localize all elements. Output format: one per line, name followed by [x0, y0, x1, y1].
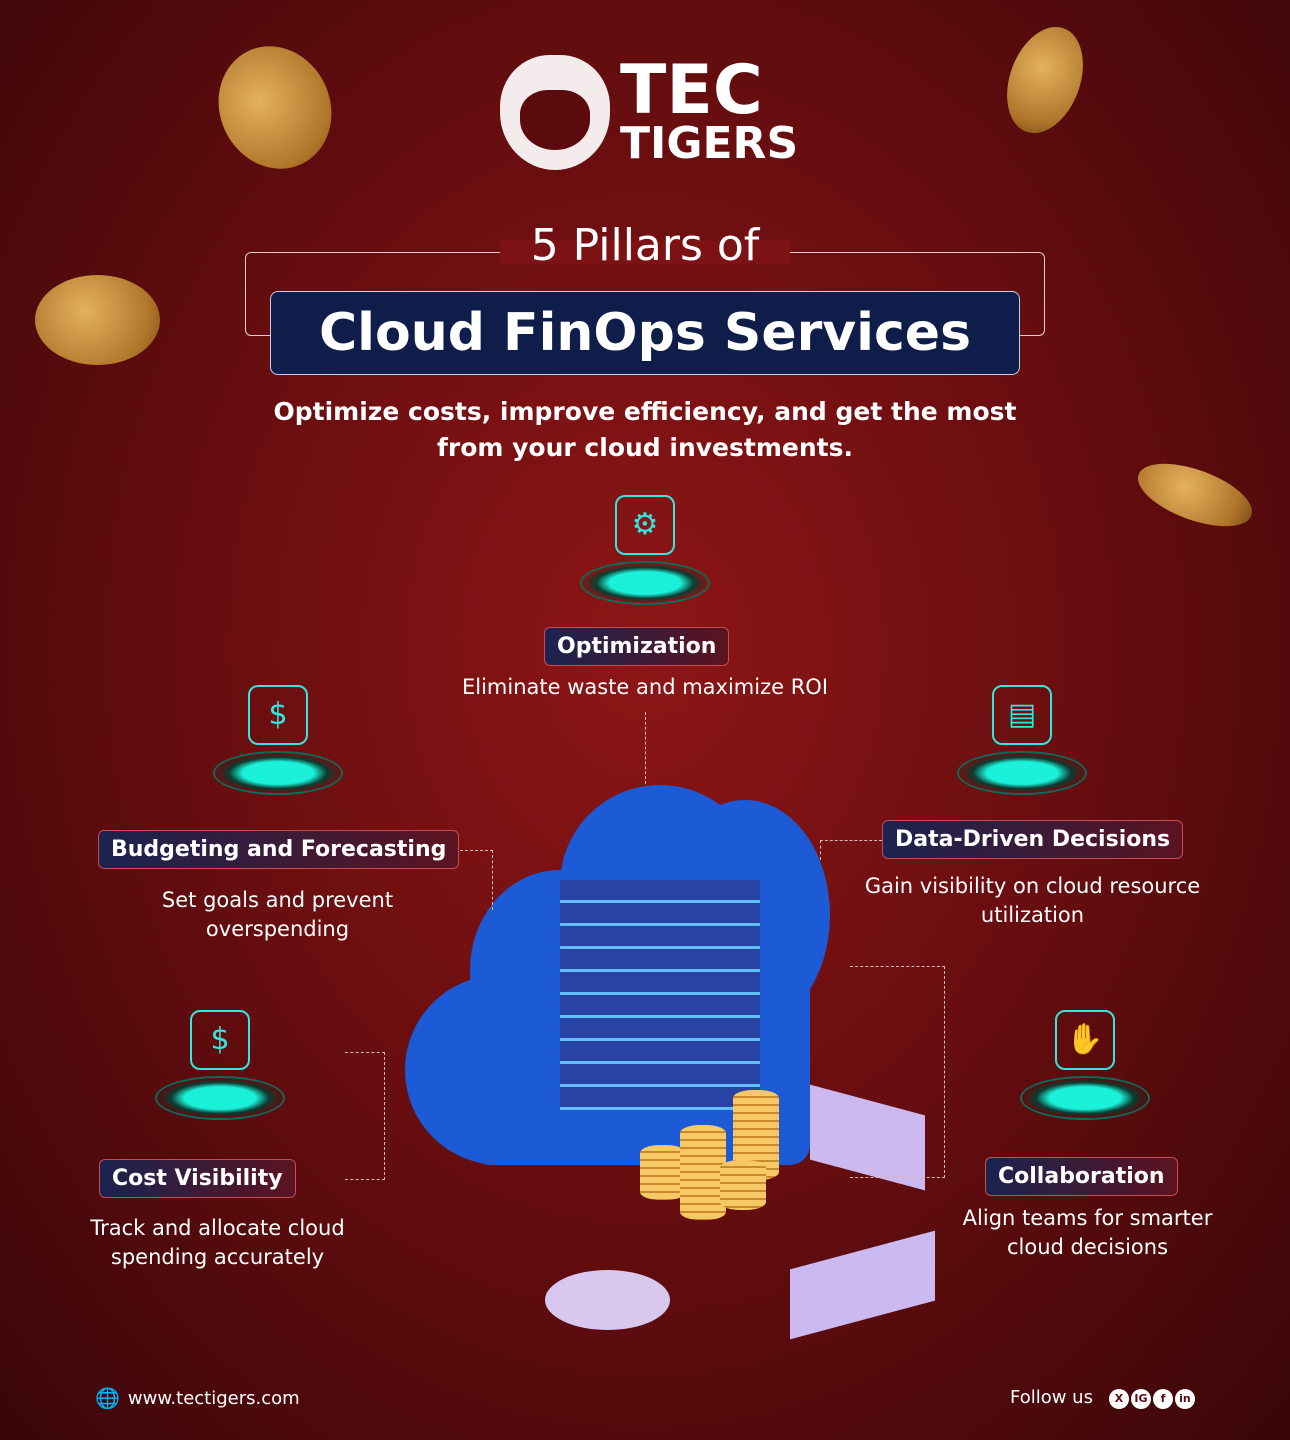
connector-line: [645, 712, 646, 784]
website-link[interactable]: 🌐 www.tectigers.com: [95, 1386, 300, 1410]
globe-icon: 🌐: [95, 1386, 120, 1410]
follow-label: Follow us: [1010, 1387, 1093, 1408]
gear-chart-icon: ⚙: [615, 495, 675, 555]
website-text: www.tectigers.com: [127, 1387, 300, 1409]
subtitle-mask: [500, 240, 790, 264]
pillar-title-budgeting: Budgeting and Forecasting: [98, 830, 460, 869]
pillar-desc-cost-visibility: Track and allocate cloud spending accura…: [90, 1216, 345, 1269]
cost-visibility-pedestal: $: [155, 1010, 285, 1120]
budget-chart-icon: $: [248, 685, 308, 745]
linkedin-icon[interactable]: in: [1174, 1389, 1195, 1409]
pillar-title-collaboration: Collaboration: [985, 1157, 1178, 1196]
connector-line: [460, 850, 493, 910]
x-icon[interactable]: X: [1108, 1389, 1129, 1409]
pillar-desc-collaboration: Align teams for smarter cloud decisions: [962, 1206, 1213, 1259]
pillar-title-cost-visibility: Cost Visibility: [99, 1159, 296, 1198]
pillar-desc-budgeting: Set goals and prevent overspending: [161, 888, 394, 941]
brand-logo: TEC TIGERS: [500, 55, 798, 170]
coins-dollar-icon: $: [190, 1010, 250, 1070]
facebook-icon[interactable]: f: [1152, 1389, 1173, 1409]
handshake-bulb-icon: ✋: [1055, 1010, 1115, 1070]
connector-line: [345, 1052, 385, 1180]
platform-illustration: [545, 1270, 670, 1330]
brand-line2: TIGERS: [620, 117, 799, 169]
tagline-1: Optimize costs, improve efficiency, and …: [273, 397, 1017, 426]
connector-line: [820, 840, 882, 860]
pillar-desc-data-driven: Gain visibility on cloud resource utiliz…: [864, 874, 1201, 927]
pillar-title-optimization: Optimization: [544, 627, 730, 666]
data-decisions-pedestal: ▤: [957, 685, 1087, 795]
coin-decoration: [35, 275, 160, 365]
tagline-2: from your cloud investments.: [437, 433, 853, 462]
report-icon: ▤: [992, 685, 1052, 745]
optimization-pedestal: ⚙: [580, 495, 710, 605]
instagram-icon[interactable]: IG: [1130, 1389, 1151, 1409]
connector-line: [850, 966, 945, 1178]
pillar-title-data-driven: Data-Driven Decisions: [882, 820, 1184, 859]
collaboration-pedestal: ✋: [1020, 1010, 1150, 1120]
pillar-desc-optimization: Eliminate waste and maximize ROI: [461, 675, 829, 699]
coin-decoration: [198, 27, 352, 188]
platform-illustration: [790, 1230, 935, 1340]
brand-line1: TEC: [620, 50, 763, 130]
tiger-logo-icon: [500, 55, 610, 170]
subtitle: 5 Pillars of: [530, 220, 760, 271]
budgeting-pedestal: $: [213, 685, 343, 795]
page-title: Cloud FinOps Services: [270, 291, 1020, 375]
coin-decoration: [993, 16, 1097, 144]
